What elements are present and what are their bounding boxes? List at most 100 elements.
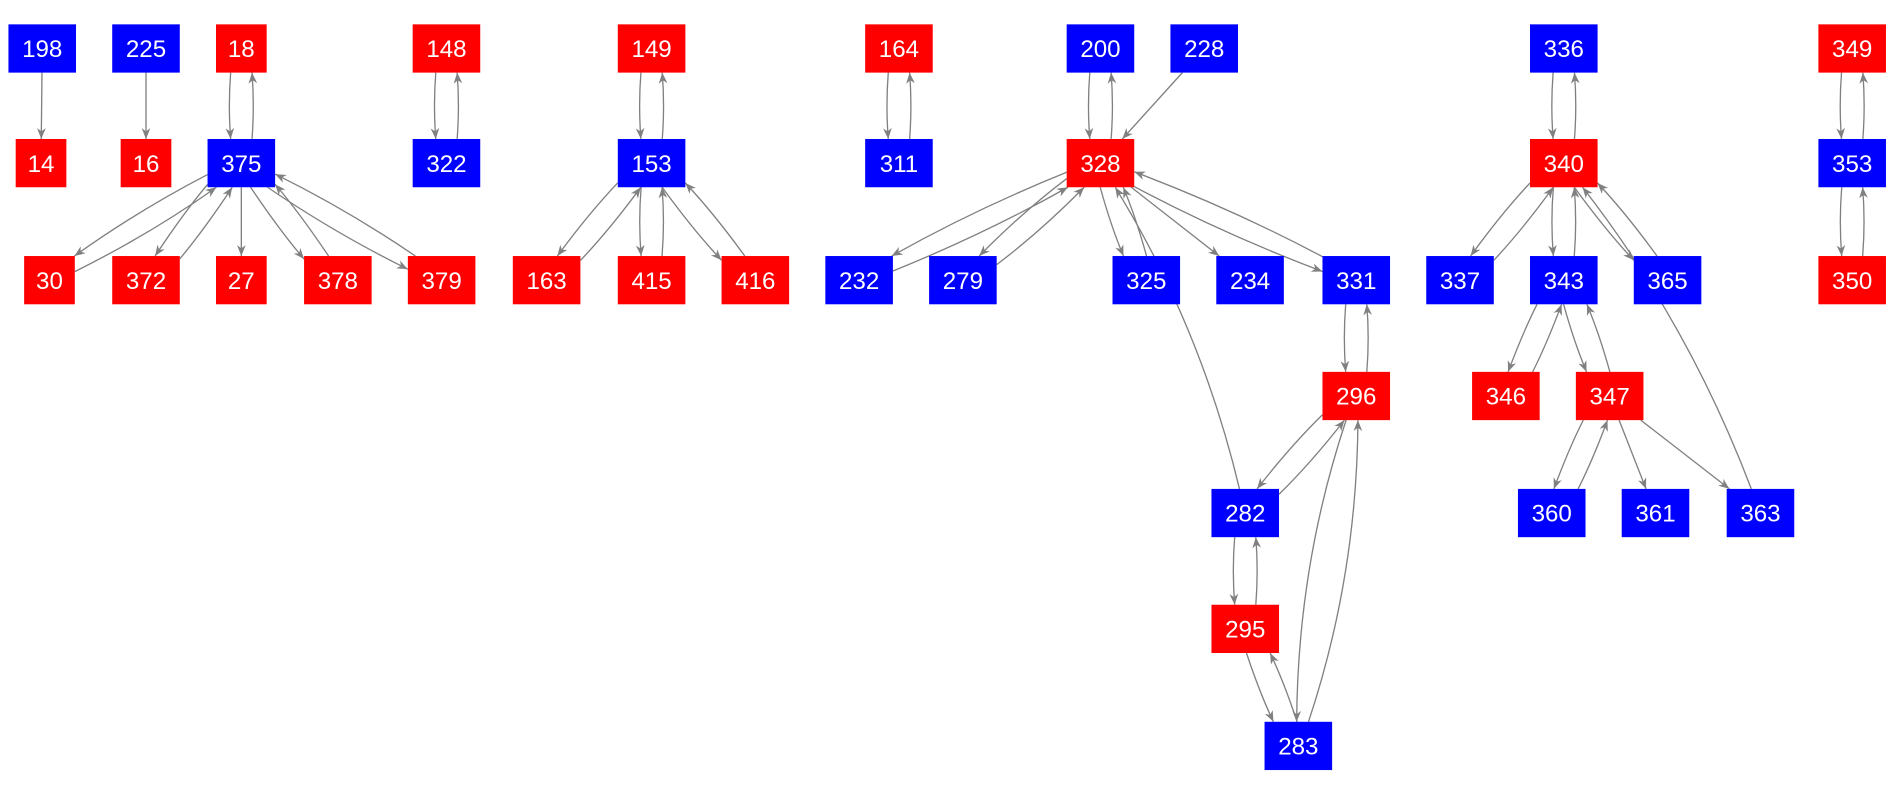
node-295[interactable]: 295 xyxy=(1211,604,1280,654)
edge-347-to-360 xyxy=(1553,419,1584,490)
node-232[interactable]: 232 xyxy=(825,256,893,305)
node-282[interactable]: 282 xyxy=(1211,488,1280,538)
node-311[interactable]: 311 xyxy=(865,138,933,188)
node-328[interactable]: 328 xyxy=(1066,138,1135,188)
edge-350-to-353 xyxy=(1859,187,1868,257)
node-label: 27 xyxy=(228,268,255,295)
node-148[interactable]: 148 xyxy=(412,24,481,73)
node-360[interactable]: 360 xyxy=(1517,488,1586,538)
node-box xyxy=(865,24,933,73)
node-label: 340 xyxy=(1544,151,1584,178)
edge-340-to-336 xyxy=(1570,72,1580,140)
node-322[interactable]: 322 xyxy=(412,138,481,188)
node-365[interactable]: 365 xyxy=(1633,256,1702,305)
edge-372-to-375 xyxy=(179,186,233,260)
node-label: 349 xyxy=(1832,36,1872,63)
node-415[interactable]: 415 xyxy=(617,256,686,305)
node-box xyxy=(412,138,481,188)
node-box xyxy=(1066,138,1135,188)
node-label: 337 xyxy=(1440,268,1480,295)
node-363[interactable]: 363 xyxy=(1726,488,1795,538)
node-label: 347 xyxy=(1590,384,1630,411)
node-30[interactable]: 30 xyxy=(24,256,75,305)
node-box xyxy=(215,256,267,305)
node-350[interactable]: 350 xyxy=(1818,256,1886,305)
node-box xyxy=(929,256,997,305)
node-353[interactable]: 353 xyxy=(1818,138,1886,188)
edge-331-to-296 xyxy=(1340,304,1350,372)
node-label: 232 xyxy=(839,268,879,295)
edge-365-to-340 xyxy=(1597,182,1658,257)
node-box xyxy=(112,256,180,305)
edge-163-to-153 xyxy=(579,186,642,261)
node-27[interactable]: 27 xyxy=(215,256,267,305)
node-153[interactable]: 153 xyxy=(617,138,686,188)
node-label: 228 xyxy=(1184,36,1224,63)
node-box xyxy=(1472,371,1540,421)
node-box xyxy=(1426,256,1494,305)
edge-379-to-375 xyxy=(274,173,416,257)
edge-375-to-30 xyxy=(73,173,208,257)
node-16[interactable]: 16 xyxy=(120,138,172,188)
node-228[interactable]: 228 xyxy=(1170,24,1239,73)
node-337[interactable]: 337 xyxy=(1426,256,1494,305)
node-box xyxy=(1322,371,1391,421)
node-box xyxy=(1066,24,1135,73)
node-336[interactable]: 336 xyxy=(1530,24,1598,73)
edge-328-to-232 xyxy=(891,171,1067,257)
node-label: 378 xyxy=(318,268,358,295)
node-18[interactable]: 18 xyxy=(215,24,267,73)
node-234[interactable]: 234 xyxy=(1216,256,1284,305)
edge-336-to-340 xyxy=(1547,72,1557,140)
node-box xyxy=(304,256,372,305)
node-279[interactable]: 279 xyxy=(929,256,997,305)
edge-415-to-153 xyxy=(658,187,668,257)
node-296[interactable]: 296 xyxy=(1322,371,1391,421)
edge-164-to-311 xyxy=(883,72,892,140)
node-372[interactable]: 372 xyxy=(112,256,180,305)
node-label: 18 xyxy=(228,36,255,63)
edge-328-to-331 xyxy=(1133,186,1323,273)
edge-347-to-361 xyxy=(1618,419,1647,490)
edge-153-to-149 xyxy=(658,72,668,140)
edge-343-to-340 xyxy=(1570,187,1580,257)
edge-328-to-200 xyxy=(1107,72,1117,140)
node-box xyxy=(1264,721,1333,771)
node-label: 153 xyxy=(631,151,671,178)
node-box xyxy=(1530,256,1598,305)
node-box xyxy=(1818,24,1886,73)
node-box xyxy=(1517,488,1586,538)
edge-232-to-328 xyxy=(892,186,1069,272)
edge-343-to-346 xyxy=(1507,303,1538,373)
node-200[interactable]: 200 xyxy=(1066,24,1135,73)
node-340[interactable]: 340 xyxy=(1530,138,1598,188)
node-343[interactable]: 343 xyxy=(1530,256,1598,305)
node-379[interactable]: 379 xyxy=(407,256,476,305)
edge-295-to-283 xyxy=(1245,652,1275,723)
node-14[interactable]: 14 xyxy=(15,138,67,188)
node-label: 379 xyxy=(421,268,461,295)
node-label: 372 xyxy=(126,268,166,295)
node-label: 322 xyxy=(426,151,466,178)
node-361[interactable]: 361 xyxy=(1621,488,1690,538)
node-198[interactable]: 198 xyxy=(8,24,77,73)
node-349[interactable]: 349 xyxy=(1818,24,1886,73)
node-225[interactable]: 225 xyxy=(112,24,180,73)
edge-347-to-363 xyxy=(1640,419,1730,490)
node-347[interactable]: 347 xyxy=(1575,371,1644,421)
node-325[interactable]: 325 xyxy=(1112,256,1181,305)
node-378[interactable]: 378 xyxy=(304,256,372,305)
node-149[interactable]: 149 xyxy=(617,24,686,73)
node-label: 328 xyxy=(1080,151,1120,178)
node-label: 148 xyxy=(426,36,466,63)
node-375[interactable]: 375 xyxy=(207,138,276,188)
node-331[interactable]: 331 xyxy=(1322,256,1391,305)
node-box xyxy=(512,256,581,305)
edge-148-to-322 xyxy=(430,72,440,140)
node-283[interactable]: 283 xyxy=(1264,721,1333,771)
node-164[interactable]: 164 xyxy=(865,24,933,73)
node-416[interactable]: 416 xyxy=(721,256,790,305)
node-346[interactable]: 346 xyxy=(1472,371,1540,421)
node-163[interactable]: 163 xyxy=(512,256,581,305)
